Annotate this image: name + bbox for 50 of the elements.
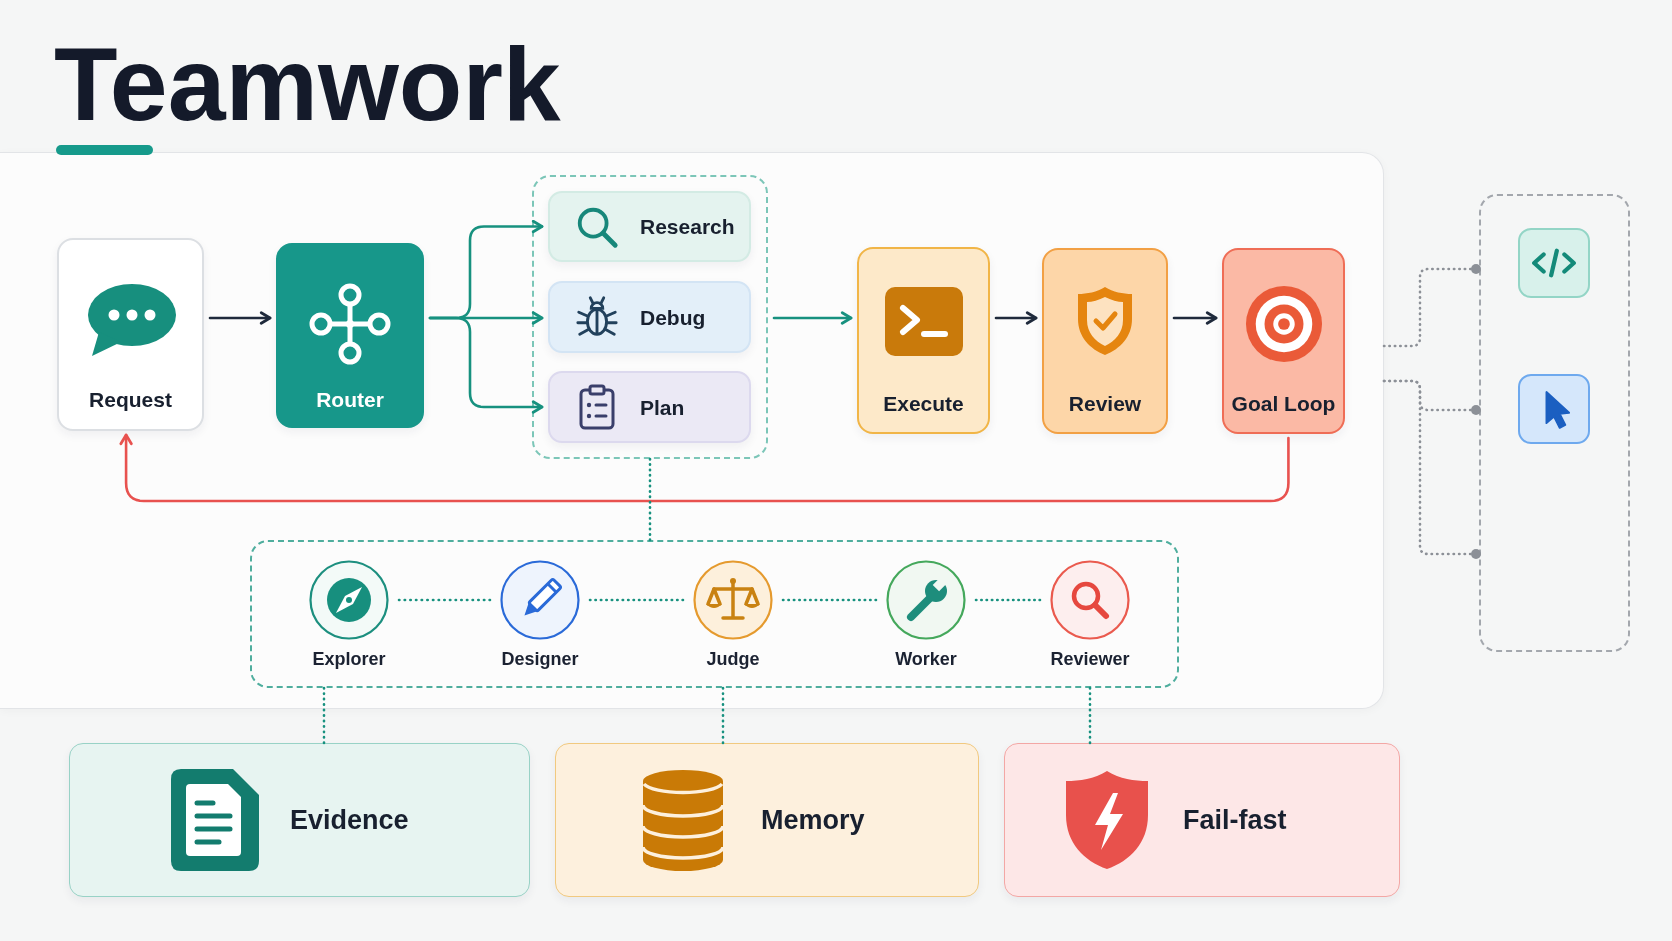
card-label: Plan <box>640 394 685 420</box>
card-label: Execute <box>883 392 964 416</box>
dotted-line <box>1382 379 1481 559</box>
resource-card <box>1004 743 1400 897</box>
background-panel <box>0 152 1384 709</box>
card-label: Router <box>316 388 384 412</box>
dashed-group-frame <box>532 175 768 459</box>
process-card <box>276 243 424 428</box>
dotted-line <box>648 457 652 542</box>
dotted-line <box>397 598 492 602</box>
dotted-line <box>974 598 1042 602</box>
card-label: Memory <box>761 804 865 836</box>
task-card <box>548 371 751 443</box>
task-card <box>548 191 751 262</box>
code-icon <box>1518 228 1590 298</box>
agent-label: Designer <box>501 648 579 670</box>
arrow <box>1172 311 1218 325</box>
dotted-line <box>322 686 326 745</box>
card-label: Fail-fast <box>1183 804 1287 836</box>
dotted-line <box>1088 686 1092 745</box>
process-card <box>57 238 204 431</box>
card-label: Review <box>1068 392 1142 416</box>
task-card <box>548 281 751 353</box>
card-label: Goal Loop <box>1231 392 1336 416</box>
card-label: Research <box>640 214 735 239</box>
dotted-line <box>1382 264 1481 348</box>
card-label: Debug <box>640 304 706 330</box>
dashed-group-frame <box>250 540 1179 688</box>
dashed-group-frame <box>1479 194 1630 652</box>
title: Teamwork <box>54 32 561 136</box>
resource-card <box>69 743 530 897</box>
process-card <box>1042 248 1168 434</box>
resource-card <box>555 743 979 897</box>
dotted-line <box>588 598 685 602</box>
arrow <box>994 311 1038 325</box>
card-label: Request <box>89 388 172 412</box>
arrow <box>208 311 272 325</box>
process-card <box>857 247 990 434</box>
process-card <box>1222 248 1345 434</box>
agent-label: Reviewer <box>1050 648 1130 670</box>
agent-label: Judge <box>706 648 760 670</box>
cursor-icon <box>1518 374 1590 444</box>
agent-label: Explorer <box>312 648 386 670</box>
arrow <box>772 311 853 325</box>
arrow <box>428 316 544 414</box>
card-label: Evidence <box>290 804 409 836</box>
arrow <box>119 433 1290 503</box>
dotted-line <box>781 598 878 602</box>
agent-label: Worker <box>895 648 957 670</box>
dotted-line <box>721 686 725 745</box>
